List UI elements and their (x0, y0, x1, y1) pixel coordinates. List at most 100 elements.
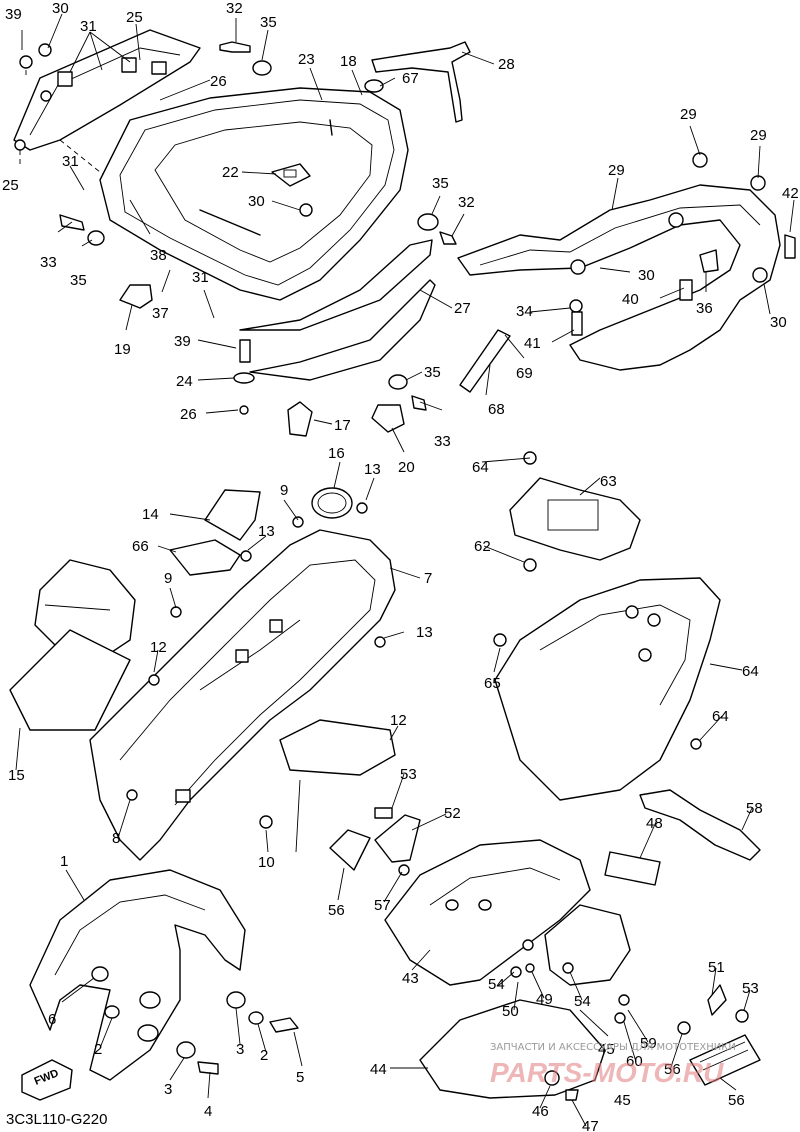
callout-50: 50 (502, 1003, 519, 1020)
callout-39: 39 (5, 6, 22, 23)
callout-22: 23 (298, 51, 315, 68)
callout-34: 34 (516, 303, 533, 320)
license-lamp-55 (689, 1034, 761, 1086)
reflector-48 (604, 851, 661, 886)
callout-41: 41 (524, 335, 541, 352)
callout-6: 6 (48, 1011, 56, 1028)
callout-14: 14 (142, 506, 159, 523)
callout-3: 3 (236, 1041, 244, 1058)
callout-18: 17 (334, 417, 351, 434)
callout-53: 53 (400, 766, 417, 783)
callout-45: 45 (598, 1041, 615, 1058)
plate-55 (329, 814, 421, 871)
callout-33: 33 (40, 254, 57, 271)
callout-60: 62 (474, 538, 491, 555)
callout-52: 52 (444, 805, 461, 822)
callout-39b: 39 (174, 333, 191, 350)
front-fender-1 (29, 869, 246, 1081)
callout-57: 58 (746, 800, 763, 817)
plate-12 (279, 719, 396, 776)
callout-16: 15 (8, 767, 25, 784)
svg-text:ЗАПЧАСТИ И АКСЕССУАРЫ ДЛЯ МОТО: ЗАПЧАСТИ И АКСЕССУАРЫ ДЛЯ МОТОТЕХНИКИ (490, 1042, 736, 1053)
callout-55: 56 (328, 902, 345, 919)
watermark: ЗАПЧАСТИ И АКСЕССУАРЫ ДЛЯ МОТОТЕХНИКИ PA… (490, 1042, 736, 1088)
callout-61: 63 (600, 473, 617, 490)
callout-32: 32 (226, 0, 243, 17)
callout-63: 64 (742, 663, 759, 680)
callout-17: 18 (340, 53, 357, 70)
callout-26b: 27 (454, 300, 471, 317)
callout-8: 8 (112, 830, 120, 847)
callout-25: 25 (2, 177, 19, 194)
pad-18 (287, 401, 313, 437)
callout-25b: 26 (180, 406, 197, 423)
svg-text:PARTS-MOTO.RU: PARTS-MOTO.RU (490, 1057, 724, 1088)
mudguard-44 (419, 999, 606, 1099)
bracket-57 (639, 789, 761, 861)
callout-5: 5 (296, 1069, 304, 1086)
battery-box-16 (9, 559, 136, 731)
callout-7: 7 (424, 570, 432, 587)
clip-20 (371, 404, 405, 433)
callout-37: 37 (152, 305, 169, 322)
callout-40: 40 (622, 291, 639, 308)
callout-38: 38 (150, 247, 167, 264)
callout-9b: 9 (164, 570, 172, 587)
callout-24: 25 (126, 9, 143, 26)
callout-55b: 56 (728, 1092, 745, 1109)
callout-56b: 56 (664, 1061, 681, 1078)
callout-2b: 2 (260, 1047, 268, 1064)
callout-42: 42 (782, 185, 799, 202)
callout-26a: 26 (210, 73, 227, 90)
callout-30d: 30 (770, 314, 787, 331)
callout-29b: 29 (750, 127, 767, 144)
tail-bracket-61 (509, 477, 641, 561)
clip-19 (119, 284, 153, 309)
callout-29: 29 (680, 106, 697, 123)
callout-51: 51 (708, 959, 725, 976)
callout-58: 59 (640, 1035, 657, 1052)
callout-53b: 53 (742, 980, 759, 997)
fasteners-lower (126, 451, 749, 1101)
callout-30: 30 (52, 0, 69, 17)
callout-30c: 30 (638, 267, 655, 284)
front-fender-fasteners (91, 966, 299, 1075)
callout-30b: 30 (248, 193, 265, 210)
callout-2: 2 (94, 1041, 102, 1058)
rear-fender-7 (89, 529, 396, 861)
callout-4: 4 (204, 1103, 212, 1120)
callout-54: 54 (488, 976, 505, 993)
callout-49: 49 (536, 991, 553, 1008)
strip-67 (459, 329, 511, 393)
callout-62: 64 (472, 459, 489, 476)
callout-31b: 31 (62, 153, 79, 170)
part-21 (271, 163, 311, 187)
callout-21: 22 (222, 164, 239, 181)
callout-27: 28 (498, 56, 515, 73)
callout-9: 9 (280, 482, 288, 499)
callout-3b: 3 (164, 1081, 172, 1098)
callout-59: 60 (626, 1053, 643, 1070)
rear-mudguard-43 (384, 839, 591, 986)
diagram-code: 3C3L110-G220 (6, 1111, 107, 1128)
callout-45b: 45 (614, 1092, 631, 1109)
callout-12: 12 (390, 712, 407, 729)
callout-13c: 13 (416, 624, 433, 641)
callout-35c: 35 (424, 364, 441, 381)
callout-35: 35 (260, 14, 277, 31)
callout-15: 16 (328, 445, 345, 462)
callout-31c: 31 (192, 269, 209, 286)
callout-13b: 13 (258, 523, 275, 540)
callout-35d: 35 (432, 175, 449, 192)
callout-33b: 33 (434, 433, 451, 450)
callout-35b: 35 (70, 272, 87, 289)
callout-1: 1 (60, 853, 68, 870)
callout-47: 47 (582, 1118, 599, 1132)
callout-13: 13 (364, 461, 381, 478)
side-cover-26 (239, 239, 436, 381)
callout-64: 65 (484, 675, 501, 692)
callout-43: 43 (402, 970, 419, 987)
tail-cowl-63 (494, 577, 721, 801)
